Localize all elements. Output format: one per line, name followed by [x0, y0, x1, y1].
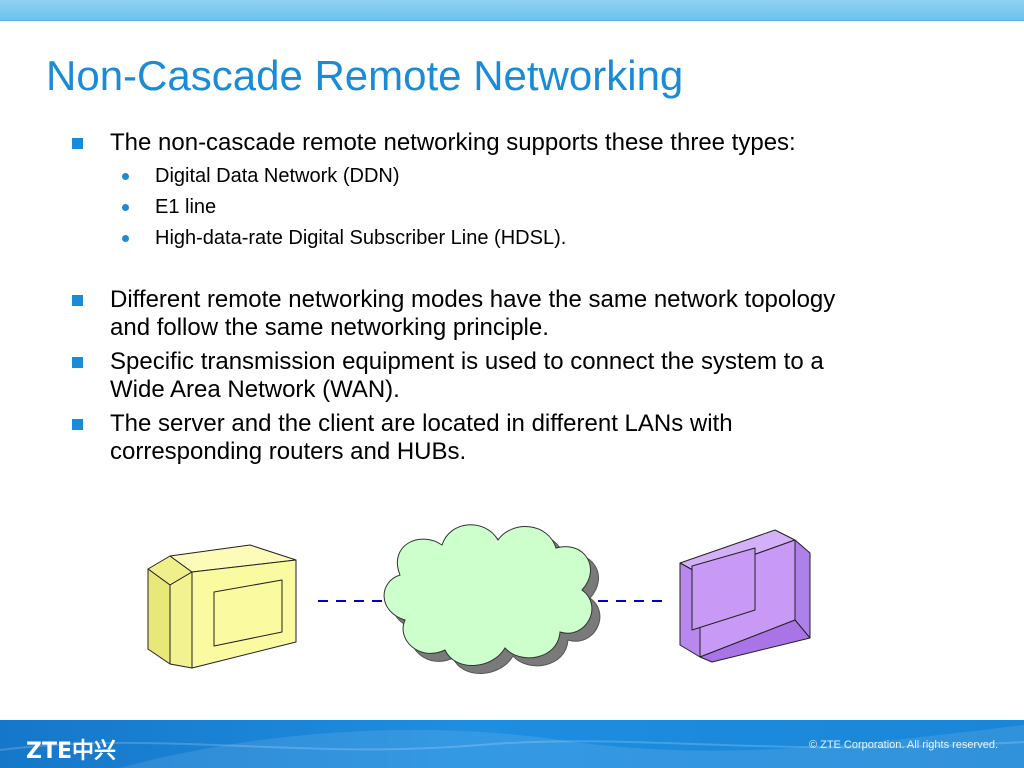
footer-bar — [0, 720, 1024, 768]
server-monitor-icon — [147, 544, 297, 669]
top-banner — [0, 0, 1024, 21]
client-monitor-icon — [679, 529, 811, 663]
bullet-text-line: Wide Area Network (WAN). — [110, 376, 400, 403]
bullet-text-line: and follow the same networking principle… — [110, 314, 549, 341]
square-bullet-icon — [72, 138, 83, 149]
copyright-notice: © ZTE Corporation. All rights reserved. — [808, 739, 998, 751]
bullet-text-line: Specific transmission equipment is used … — [110, 348, 824, 375]
slide-title: Non-Cascade Remote Networking — [46, 52, 684, 99]
footer-wave-decoration — [0, 725, 1024, 768]
bullet-text-line: corresponding routers and HUBs. — [110, 438, 467, 465]
square-bullet-icon — [72, 295, 83, 306]
network-diagram — [147, 524, 811, 674]
sub-bullet-hdsl: High-data-rate Digital Subscriber Line (… — [155, 227, 567, 249]
square-bullet-icon — [72, 419, 83, 430]
sub-bullet-e1: E1 line — [155, 196, 217, 218]
dot-bullet-icon — [122, 204, 129, 211]
bullet-text: The non-cascade remote networking suppor… — [110, 129, 796, 156]
sub-bullet-ddn: Digital Data Network (DDN) — [155, 165, 400, 187]
bullet-text-line: The server and the client are located in… — [110, 410, 733, 437]
bullet-text-line: Different remote networking modes have t… — [110, 286, 836, 313]
square-bullet-icon — [72, 357, 83, 368]
zte-logo: ZTE中兴 — [26, 739, 116, 764]
dot-bullet-icon — [122, 173, 129, 180]
wan-cloud-icon — [383, 524, 601, 674]
dot-bullet-icon — [122, 235, 129, 242]
